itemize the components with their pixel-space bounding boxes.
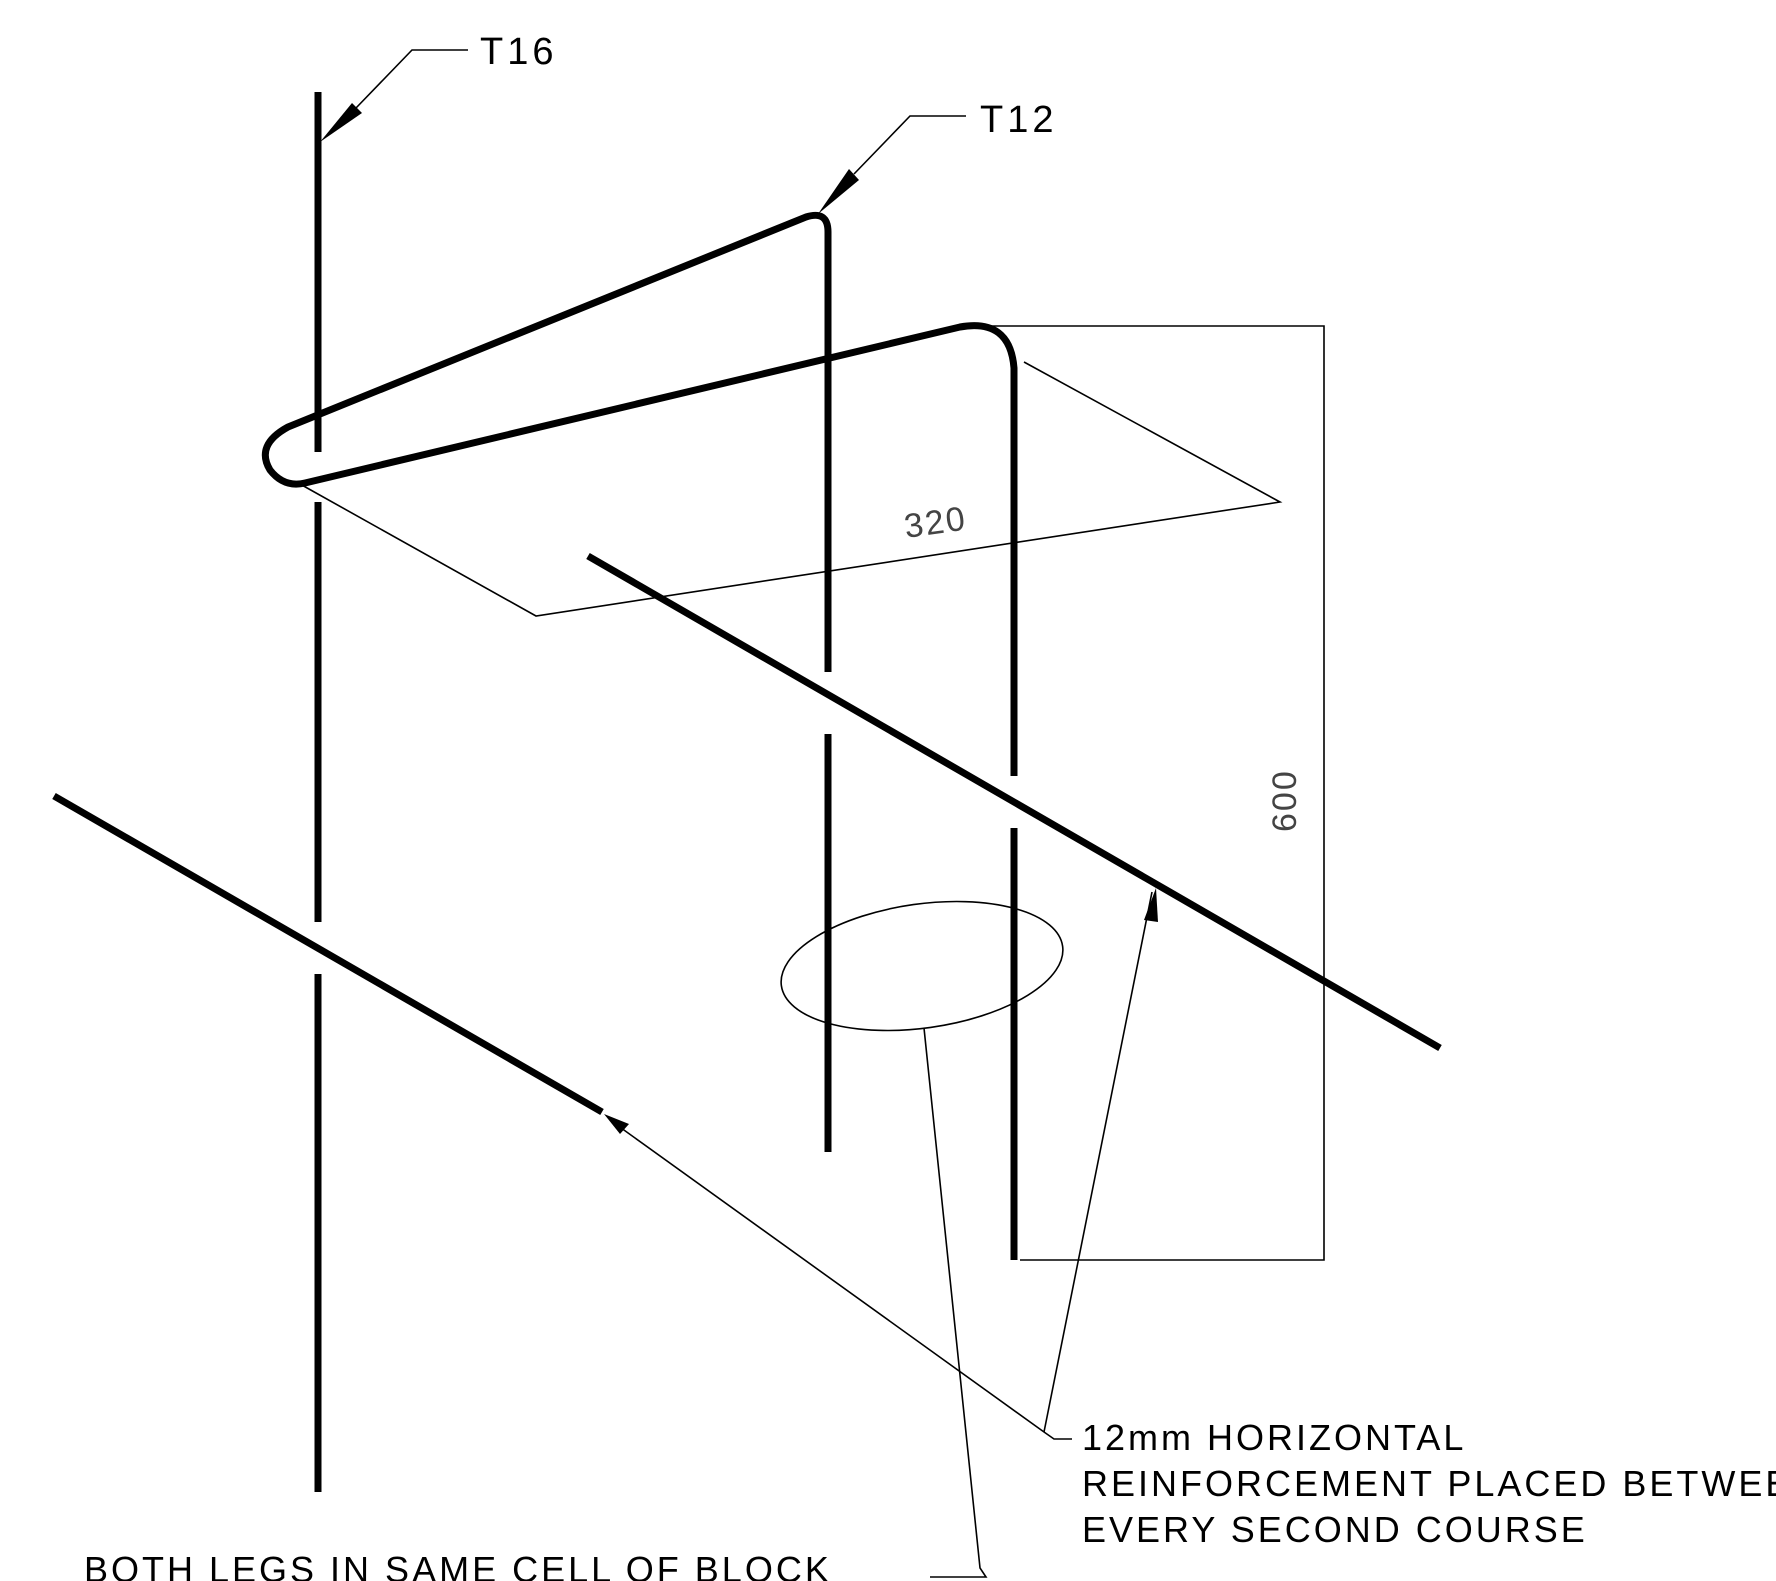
label-t12: T12 bbox=[980, 99, 1057, 141]
cell-ellipse bbox=[780, 900, 1064, 1032]
dimension-600-label: 600 bbox=[1266, 769, 1304, 832]
t12-u-bar bbox=[262, 211, 1018, 1260]
front-bar-arrowhead-icon bbox=[604, 1114, 629, 1134]
t16-arrowhead-icon bbox=[320, 103, 362, 142]
horizontal-reinforcement-note: 12mm HORIZONTAL REINFORCEMENT PLACED BET… bbox=[1082, 1417, 1776, 1550]
t16-leader bbox=[355, 49, 468, 109]
label-t16: T16 bbox=[480, 31, 557, 73]
legs-note-leader bbox=[923, 1027, 988, 1578]
t12-leader bbox=[853, 115, 966, 175]
dimension-320-label: 320 bbox=[902, 500, 969, 546]
t12-arrowhead-icon bbox=[818, 169, 859, 214]
horizontal-note-leaders bbox=[609, 891, 1153, 1440]
note-line-3: EVERY SECOND COURSE bbox=[1082, 1509, 1588, 1550]
legs-note: BOTH LEGS IN SAME CELL OF BLOCK bbox=[84, 1549, 832, 1581]
dimension-600-lines bbox=[990, 325, 1325, 1261]
note-line-2: REINFORCEMENT PLACED BETWEEN bbox=[1082, 1463, 1776, 1504]
dimension-320-lines bbox=[299, 361, 1283, 617]
note-line-1: 12mm HORIZONTAL bbox=[1082, 1417, 1466, 1458]
horizontal-bar-arrowhead-icon bbox=[1144, 888, 1158, 922]
horizontal-bar-front bbox=[52, 792, 604, 1116]
horizontal-bar-rear bbox=[586, 552, 1442, 1052]
